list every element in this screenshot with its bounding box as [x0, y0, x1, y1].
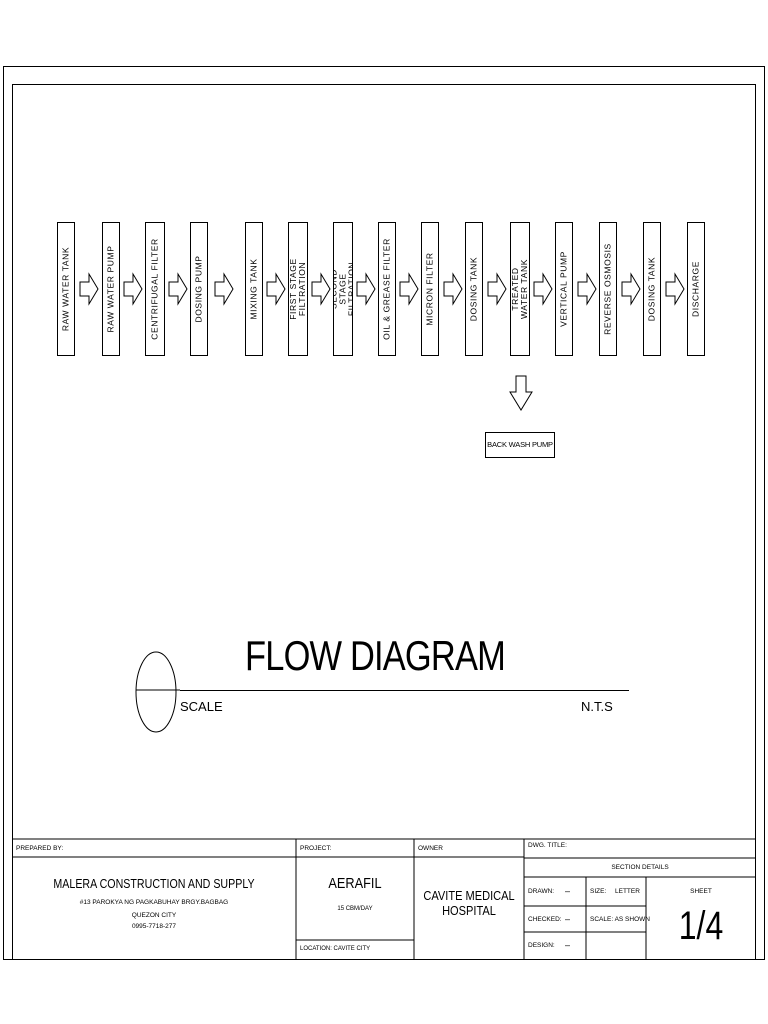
flow-arrow-icon	[487, 272, 507, 306]
flow-arrow-icon	[79, 272, 99, 306]
section-details: SECTION DETAILS	[611, 864, 669, 871]
scale-as-shown: SCALE: AS SHOWN	[590, 916, 650, 923]
scale-label: SCALE	[180, 699, 223, 714]
step-box-mixing-tank: MIXING TANK	[245, 222, 263, 356]
drawing-frame-outer	[3, 66, 765, 960]
flow-arrow-icon	[214, 272, 234, 306]
back-wash-pump-label: BACK WASH PUMP	[487, 440, 553, 449]
design-label: DESIGN:	[528, 942, 555, 949]
step-label: DISCHARGE	[690, 261, 701, 317]
design-value: –	[565, 940, 571, 950]
step-box-reverse-osmosis: REVERSE OSMOSIS	[599, 222, 617, 356]
project-capacity: 15 CBM/DAY	[337, 906, 373, 912]
flow-arrow-icon	[621, 272, 641, 306]
step-label: DOSING PUMP	[193, 255, 204, 323]
step-box-discharge: DISCHARGE	[687, 222, 705, 356]
back-wash-pump-box: BACK WASH PUMP	[485, 432, 555, 458]
project-name: AERAFIL	[328, 875, 382, 892]
company-phone: 0995-7718-277	[131, 923, 177, 930]
flow-arrow-icon	[399, 272, 419, 306]
step-label: MICRON FILTER	[424, 252, 435, 326]
step-box-dosing-tank-2: DOSING TANK	[643, 222, 661, 356]
flow-arrow-icon	[311, 272, 331, 306]
step-box-treated-water-tank: TREATED WATER TANK	[510, 222, 530, 356]
title-underline	[180, 690, 629, 691]
owner-line-2: HOSPITAL	[442, 903, 496, 918]
checked-value: –	[565, 914, 571, 924]
company-name: MALERA CONSTRUCTION AND SUPPLY	[53, 876, 255, 891]
project-label: PROJECT:	[300, 845, 332, 852]
owner-label: OWNER	[418, 845, 443, 852]
scale-value: N.T.S	[581, 699, 613, 714]
sheet-label: SHEET	[690, 888, 712, 895]
drawn-label: DRAWN:	[528, 888, 555, 895]
step-label: REVERSE OSMOSIS	[602, 243, 613, 335]
step-box-dosing-tank: DOSING TANK	[465, 222, 483, 356]
step-box-oil-grease-filter: OIL & GREASE FILTER	[378, 222, 396, 356]
step-label: DOSING TANK	[646, 256, 657, 322]
sheet-number: 1/4	[678, 904, 724, 948]
step-box-raw-water-pump: RAW WATER PUMP	[102, 222, 120, 356]
flow-arrow-icon	[443, 272, 463, 306]
flow-arrow-icon	[356, 272, 376, 306]
size-value: LETTER	[615, 888, 640, 895]
company-city: QUEZON CITY	[131, 912, 177, 919]
step-label: DOSING TANK	[468, 256, 479, 322]
step-box-vertical-pump: VERTICAL PUMP	[555, 222, 573, 356]
step-box-raw-water-tank: RAW WATER TANK	[57, 222, 75, 356]
step-label: OIL & GREASE FILTER	[381, 238, 392, 340]
flow-arrow-icon	[533, 272, 553, 306]
step-box-centrifugal-filter: CENTRIFUGAL FILTER	[145, 222, 165, 356]
step-box-first-stage-filtration: FIRST STAGE FILTRATION	[288, 222, 308, 356]
step-label: TREATED WATER TANK	[510, 259, 529, 319]
step-label: RAW WATER TANK	[60, 246, 71, 332]
drawing-title: FLOW DIAGRAM	[245, 632, 506, 679]
step-label: SECOND STAGE FILTRATION	[333, 261, 353, 317]
flow-arrow-icon	[168, 272, 188, 306]
size-label: SIZE:	[590, 888, 607, 895]
owner-line-1: CAVITE MEDICAL	[423, 888, 515, 903]
flow-arrow-icon	[665, 272, 685, 306]
flow-arrow-icon	[577, 272, 597, 306]
step-label: VERTICAL PUMP	[558, 251, 569, 327]
drawing-frame-inner	[12, 84, 756, 960]
step-box-second-stage-filtration: SECOND STAGE FILTRATION	[333, 222, 353, 356]
prepared-by-label: PREPARED BY:	[16, 845, 64, 852]
down-arrow-icon	[509, 375, 533, 411]
dwg-title-label: DWG. TITLE:	[528, 842, 567, 849]
step-box-dosing-pump: DOSING PUMP	[190, 222, 208, 356]
step-box-micron-filter: MICRON FILTER	[421, 222, 439, 356]
step-label: FIRST STAGE FILTRATION	[288, 258, 307, 320]
step-label: CENTRIFUGAL FILTER	[149, 238, 160, 340]
step-label: MIXING TANK	[248, 258, 259, 320]
step-label: RAW WATER PUMP	[105, 245, 116, 333]
project-location: LOCATION: CAVITE CITY	[300, 946, 371, 952]
title-circle-symbol	[135, 651, 180, 733]
company-address: #13 PAROKYA NG PAGKABUHAY BRGY.BAGBAG	[79, 899, 229, 906]
flow-arrow-icon	[266, 272, 286, 306]
drawn-value: –	[565, 886, 571, 896]
flow-arrow-icon	[123, 272, 143, 306]
checked-label: CHECKED:	[528, 916, 562, 923]
